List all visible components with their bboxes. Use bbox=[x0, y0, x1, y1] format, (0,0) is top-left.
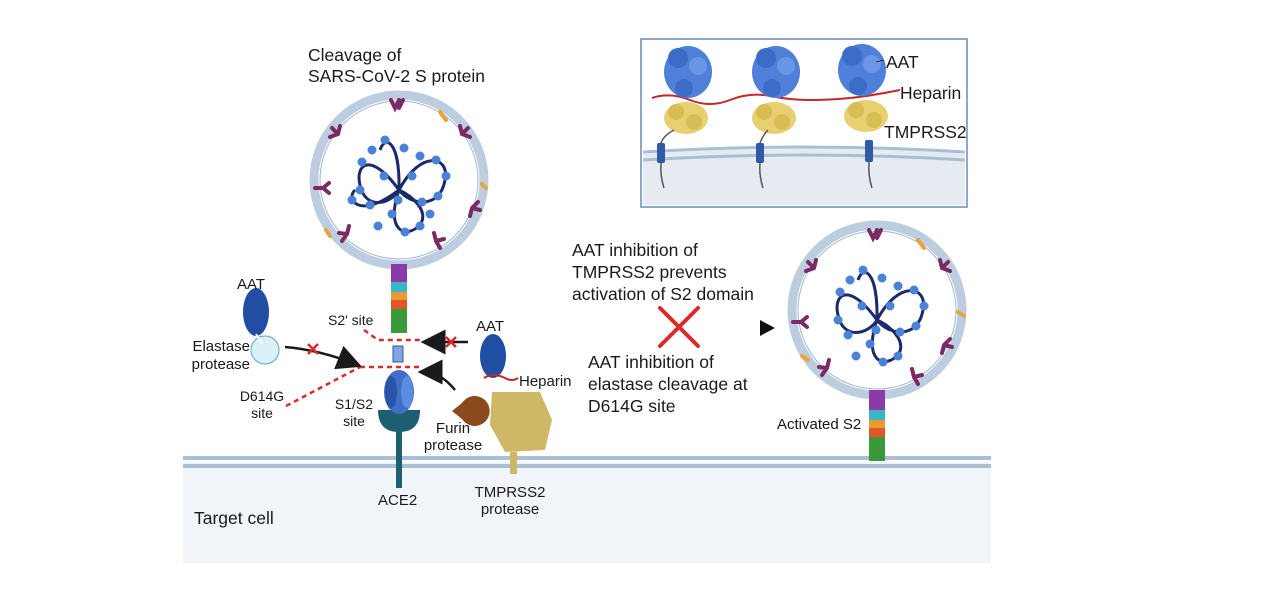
title-line-2: SARS-CoV-2 S protein bbox=[308, 66, 486, 86]
label-target-cell: Target cell bbox=[194, 508, 274, 528]
label-s1s2-2: site bbox=[343, 413, 365, 429]
label-tmprss2-1: TMPRSS2 bbox=[474, 484, 546, 501]
elastase-protease bbox=[250, 335, 280, 365]
inhibit-x-main bbox=[658, 306, 700, 348]
label-elastase-2: protease bbox=[191, 356, 250, 373]
inhibit-x-tmprss2 bbox=[445, 336, 457, 348]
inset-complex-1 bbox=[657, 46, 712, 189]
virion-right bbox=[787, 220, 967, 400]
mid-upper-line-2: TMPRSS2 prevents bbox=[572, 262, 727, 282]
aat-left bbox=[243, 288, 269, 345]
mid-lower-line-2: elastase cleavage at bbox=[588, 374, 748, 394]
label-aat-left: AAT bbox=[237, 276, 266, 293]
label-furin-2: protease bbox=[423, 437, 483, 454]
ace2-receptor bbox=[378, 370, 420, 488]
elastase-arrow bbox=[284, 345, 362, 370]
spike-protein-left bbox=[391, 264, 407, 363]
inset-label-aat: AAT bbox=[886, 52, 919, 72]
label-s1s2-1: S1/S2 bbox=[334, 396, 374, 412]
target-cell bbox=[183, 462, 991, 563]
activated-s2-stalk bbox=[869, 390, 885, 461]
inhibit-x-elastase bbox=[307, 343, 319, 355]
inset-label-heparin: Heparin bbox=[900, 83, 962, 103]
mid-upper-line-1: AAT inhibition of bbox=[572, 240, 698, 260]
label-activated-s2: Activated S2 bbox=[777, 416, 862, 433]
title-line-1: Cleavage of bbox=[308, 45, 402, 65]
label-furin-1: Furin bbox=[435, 420, 471, 437]
furin-arrow bbox=[417, 359, 456, 391]
inset-panel bbox=[640, 38, 968, 208]
mid-lower-line-3: D614G site bbox=[588, 396, 676, 416]
label-d614g-1: D614G bbox=[239, 388, 285, 404]
mid-lower-line-1: AAT inhibition of bbox=[588, 352, 714, 372]
furin-protease bbox=[452, 396, 490, 427]
label-d614g-2: site bbox=[251, 405, 273, 421]
mid-upper-line-3: activation of S2 domain bbox=[572, 284, 754, 304]
inset-complex-3 bbox=[838, 44, 888, 189]
cleavage-site-lines bbox=[285, 328, 420, 408]
label-ace2: ACE2 bbox=[378, 492, 418, 509]
label-s2-prime-site: S2' site bbox=[328, 312, 374, 328]
main-transition-arrow bbox=[577, 320, 775, 336]
virion-left bbox=[309, 90, 489, 270]
label-heparin-left: Heparin bbox=[519, 373, 572, 390]
inset-complex-2 bbox=[752, 46, 800, 189]
tmprss2-complex bbox=[480, 334, 552, 474]
label-aat-right: AAT bbox=[476, 318, 505, 335]
label-tmprss2-2: protease bbox=[480, 501, 540, 518]
inset-label-tmprss2: TMPRSS2 bbox=[884, 122, 967, 142]
label-elastase-1: Elastase bbox=[192, 338, 250, 355]
